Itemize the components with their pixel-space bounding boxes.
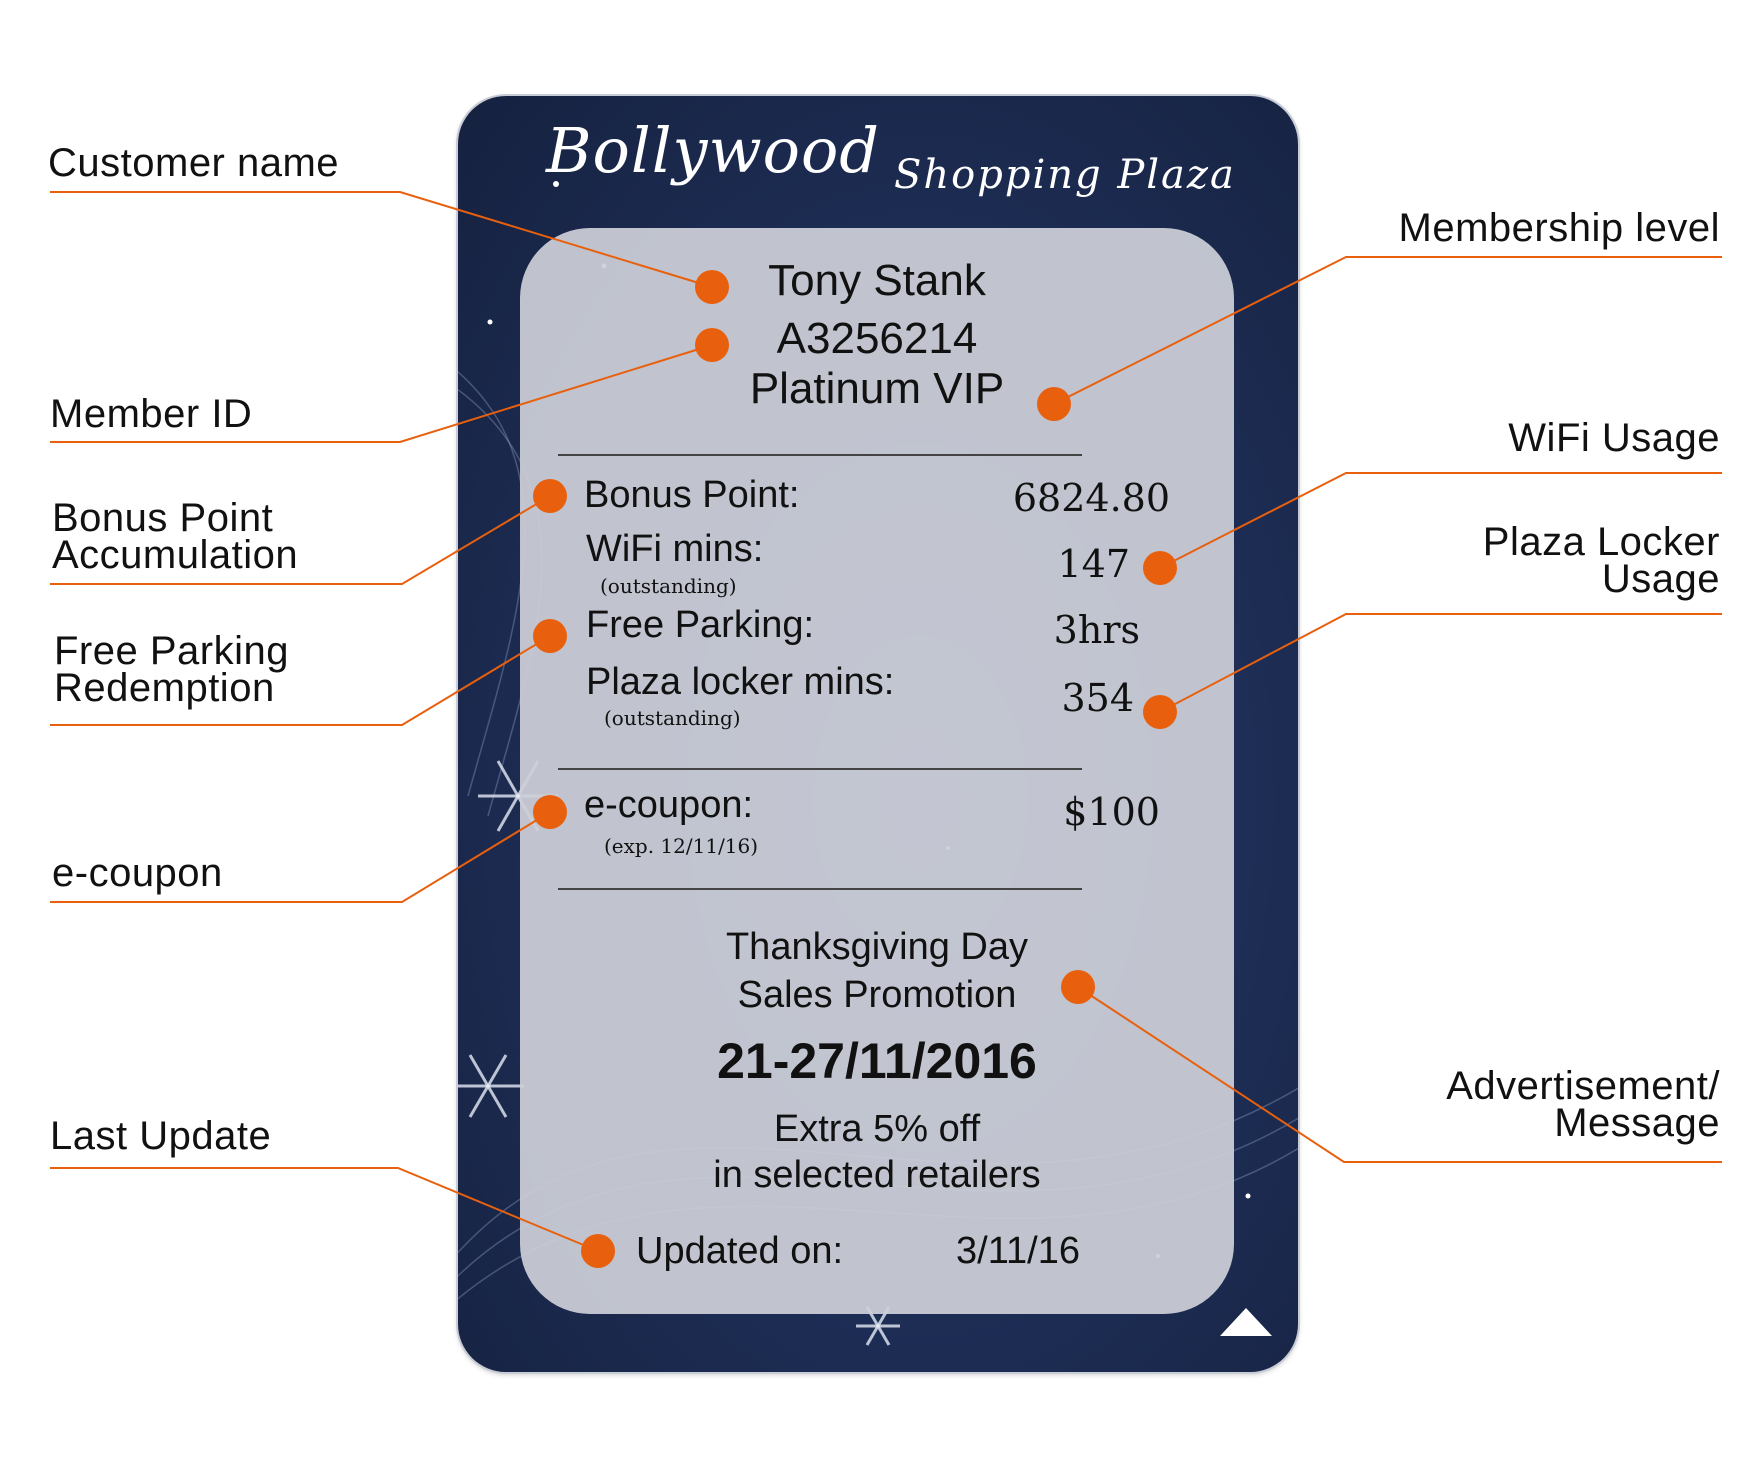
wifi-label: WiFi mins: bbox=[586, 528, 764, 570]
callout-line-membership-level bbox=[1053, 256, 1722, 405]
annotation-member-id: Member ID bbox=[50, 392, 253, 436]
wifi-value: 147 bbox=[1057, 542, 1130, 586]
promo-title-line2: Sales Promotion bbox=[737, 974, 1017, 1016]
annotation-parking-line2: Redemption bbox=[54, 666, 275, 710]
brand-title: Bollywood bbox=[546, 114, 880, 187]
up-triangle-icon bbox=[1220, 1308, 1272, 1336]
callout-dot-locker-usage bbox=[1143, 695, 1177, 729]
annotation-last-update: Last Update bbox=[50, 1114, 272, 1158]
annotation-locker-line1: Plaza Locker bbox=[1482, 520, 1720, 564]
callout-dot-membership-level bbox=[1037, 387, 1071, 421]
callout-line-bonus-point bbox=[50, 495, 551, 585]
callout-line-advert-message bbox=[1077, 986, 1722, 1163]
callout-dot-customer-name bbox=[695, 270, 729, 304]
ecoupon-value: $100 bbox=[1063, 790, 1160, 834]
promo-title-line1: Thanksgiving Day bbox=[725, 926, 1029, 968]
callout-dot-bonus-point bbox=[533, 479, 567, 513]
annotation-wifi-usage: WiFi Usage bbox=[1508, 416, 1720, 460]
locker-note: (outstanding) bbox=[604, 706, 741, 730]
promo-offer-line1: Extra 5% off bbox=[773, 1108, 981, 1150]
brand-subtitle: Shopping Plaza bbox=[894, 152, 1236, 198]
callout-dot-e-coupon bbox=[533, 795, 567, 829]
annotation-customer-name: Customer name bbox=[48, 141, 340, 185]
annotation-ecoupon: e-coupon bbox=[52, 851, 223, 895]
annotation-parking-line1: Free Parking bbox=[54, 629, 289, 673]
updated-label: Updated on: bbox=[636, 1230, 844, 1272]
locker-value: 354 bbox=[1061, 676, 1134, 720]
divider bbox=[558, 454, 1082, 456]
callout-line-free-parking bbox=[50, 635, 551, 726]
ecoupon-note: (exp. 12/11/16) bbox=[604, 834, 759, 858]
bonus-point-label: Bonus Point: bbox=[584, 474, 800, 516]
annotation-membership-level: Membership level bbox=[1398, 206, 1720, 250]
membership-level: Platinum VIP bbox=[749, 364, 1005, 413]
callout-dot-advert-message bbox=[1061, 970, 1095, 1004]
info-panel bbox=[520, 228, 1234, 1314]
callout-line-e-coupon bbox=[50, 811, 551, 903]
divider bbox=[558, 888, 1082, 890]
callout-line-customer-name bbox=[50, 191, 713, 288]
annotation-advert-line2: Message bbox=[1554, 1101, 1720, 1145]
annotation-locker-line2: Usage bbox=[1601, 557, 1720, 601]
membership-card: Bollywood Shopping Plaza Tony Stank A325… bbox=[458, 96, 1298, 1372]
ecoupon-label: e-coupon: bbox=[584, 784, 754, 826]
callout-line-locker-usage bbox=[1159, 613, 1722, 713]
callout-dot-free-parking bbox=[533, 619, 567, 653]
callout-line-last-update bbox=[50, 1167, 599, 1252]
annotation-advert-line1: Advertisement/ bbox=[1446, 1064, 1720, 1108]
callout-line-wifi-usage bbox=[1159, 472, 1722, 569]
annotation-bonus-line2: Accumulation bbox=[52, 533, 299, 577]
callout-line-member-id bbox=[50, 344, 713, 443]
bonus-point-value: 6824.80 bbox=[1012, 476, 1170, 520]
wifi-note: (outstanding) bbox=[600, 574, 737, 598]
updated-value: 3/11/16 bbox=[956, 1230, 1080, 1272]
member-id: A3256214 bbox=[776, 314, 978, 363]
customer-name: Tony Stank bbox=[768, 256, 986, 305]
callout-dot-member-id bbox=[695, 328, 729, 362]
parking-value: 3hrs bbox=[1053, 608, 1140, 652]
annotation-bonus-line1: Bonus Point bbox=[52, 496, 274, 540]
parking-label: Free Parking: bbox=[586, 604, 815, 646]
callout-dot-wifi-usage bbox=[1143, 551, 1177, 585]
locker-label: Plaza locker mins: bbox=[586, 661, 895, 703]
promo-date: 21-27/11/2016 bbox=[717, 1033, 1037, 1089]
divider bbox=[558, 768, 1082, 770]
callout-dot-last-update bbox=[581, 1234, 615, 1268]
promo-offer-line2: in selected retailers bbox=[713, 1154, 1041, 1196]
